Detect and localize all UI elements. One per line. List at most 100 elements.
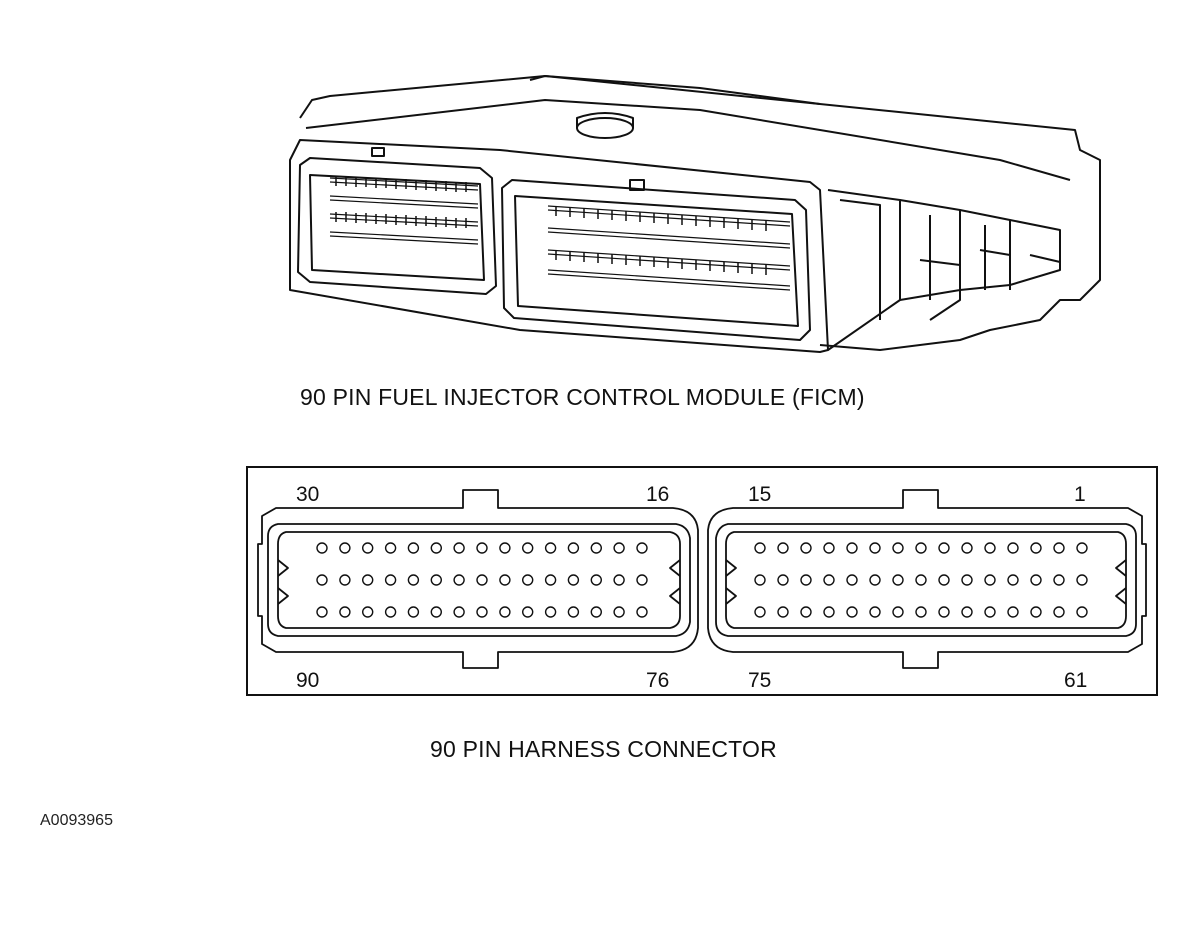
pin-socket [430,606,443,618]
pin-socket [453,606,465,618]
pin-socket [961,606,973,618]
pin-socket [590,542,602,554]
pin-socket [339,542,351,554]
module-housing-top [299,75,1101,351]
ficm-module-drawing [289,75,1101,353]
pin-label-75: 75 [748,669,772,692]
pin-socket [613,542,625,554]
pin-socket [846,542,858,554]
pin-socket [1007,574,1019,586]
module-caption: 90 PIN FUEL INJECTOR CONTROL MODULE (FIC… [300,384,865,410]
right-pin-array [754,542,1088,618]
pin-socket [361,574,374,586]
pin-socket [1030,542,1042,554]
pin-socket [499,574,511,586]
pin-socket [590,606,602,618]
pin-socket [613,574,625,586]
connector-caption: 90 PIN HARNESS CONNECTOR [430,736,777,762]
module-right-plug [501,179,811,341]
pin-socket [339,574,351,586]
pin-socket [407,542,420,554]
pin-socket [384,606,397,618]
pin-label-90: 90 [296,669,320,692]
left-half-shell [257,489,699,669]
pin-socket [636,606,648,618]
pin-socket [476,542,488,554]
pin-socket [915,606,927,618]
pin-socket [1053,574,1065,586]
pin-label-15: 15 [748,483,772,506]
pin-socket [800,542,812,554]
pin-socket [316,574,328,586]
pin-socket [567,574,580,586]
pin-socket [846,606,858,618]
pin-socket [499,606,511,618]
pin-socket [869,606,881,618]
pin-socket [754,606,766,618]
pin-socket [1076,574,1088,586]
pin-socket [384,542,397,554]
pin-socket [777,606,789,618]
pin-label-16: 16 [646,483,670,506]
pin-socket [777,542,789,554]
pin-socket [567,542,580,554]
pin-socket [1007,606,1019,618]
pin-socket [544,542,557,554]
module-knob [576,117,634,139]
pin-socket [938,542,950,554]
pin-label-61: 61 [1064,669,1088,692]
module-side-fins [827,189,1061,351]
module-housing-ridge [305,99,1071,181]
pin-socket [339,606,351,618]
pin-socket [613,606,625,618]
left-pin-array [316,542,648,618]
pin-socket [316,606,328,618]
pin-socket [430,574,443,586]
pin-label-30: 30 [296,483,320,506]
pin-socket [453,574,465,586]
pin-socket [522,606,534,618]
pin-socket [453,542,465,554]
harness-connector-diagram: 30 16 90 76 15 1 75 61 [246,466,1158,696]
pin-socket [1053,542,1065,554]
pin-socket [823,606,835,618]
pin-socket [636,542,648,554]
pin-socket [846,574,858,586]
connector-outline [257,489,1147,669]
pin-socket [476,606,488,618]
pin-socket [1007,542,1019,554]
pin-socket [407,574,420,586]
pin-socket [754,574,766,586]
pin-socket [567,606,580,618]
pin-socket [1030,606,1042,618]
right-half-shell [707,489,1147,669]
pin-socket [361,542,374,554]
pin-socket [1076,606,1088,618]
pin-socket [1076,542,1088,554]
pin-socket [522,542,534,554]
pin-socket [984,574,996,586]
pin-socket [522,574,534,586]
pin-socket [915,542,927,554]
pin-socket [984,542,996,554]
pin-socket [938,574,950,586]
pin-socket [823,542,835,554]
pin-socket [316,542,328,554]
pin-socket [961,574,973,586]
pin-socket [754,542,766,554]
module-rear-boss [529,75,821,105]
pin-socket [544,606,557,618]
pin-socket [361,606,374,618]
pin-label-1: 1 [1074,483,1086,506]
pin-socket [590,574,602,586]
pin-socket [800,606,812,618]
pin-socket [800,574,812,586]
pin-socket [892,574,904,586]
pin-socket [777,574,789,586]
pin-socket [407,606,420,618]
pin-socket [869,574,881,586]
pin-socket [476,574,488,586]
pin-socket [869,542,881,554]
pin-socket [499,542,511,554]
pin-socket [892,606,904,618]
